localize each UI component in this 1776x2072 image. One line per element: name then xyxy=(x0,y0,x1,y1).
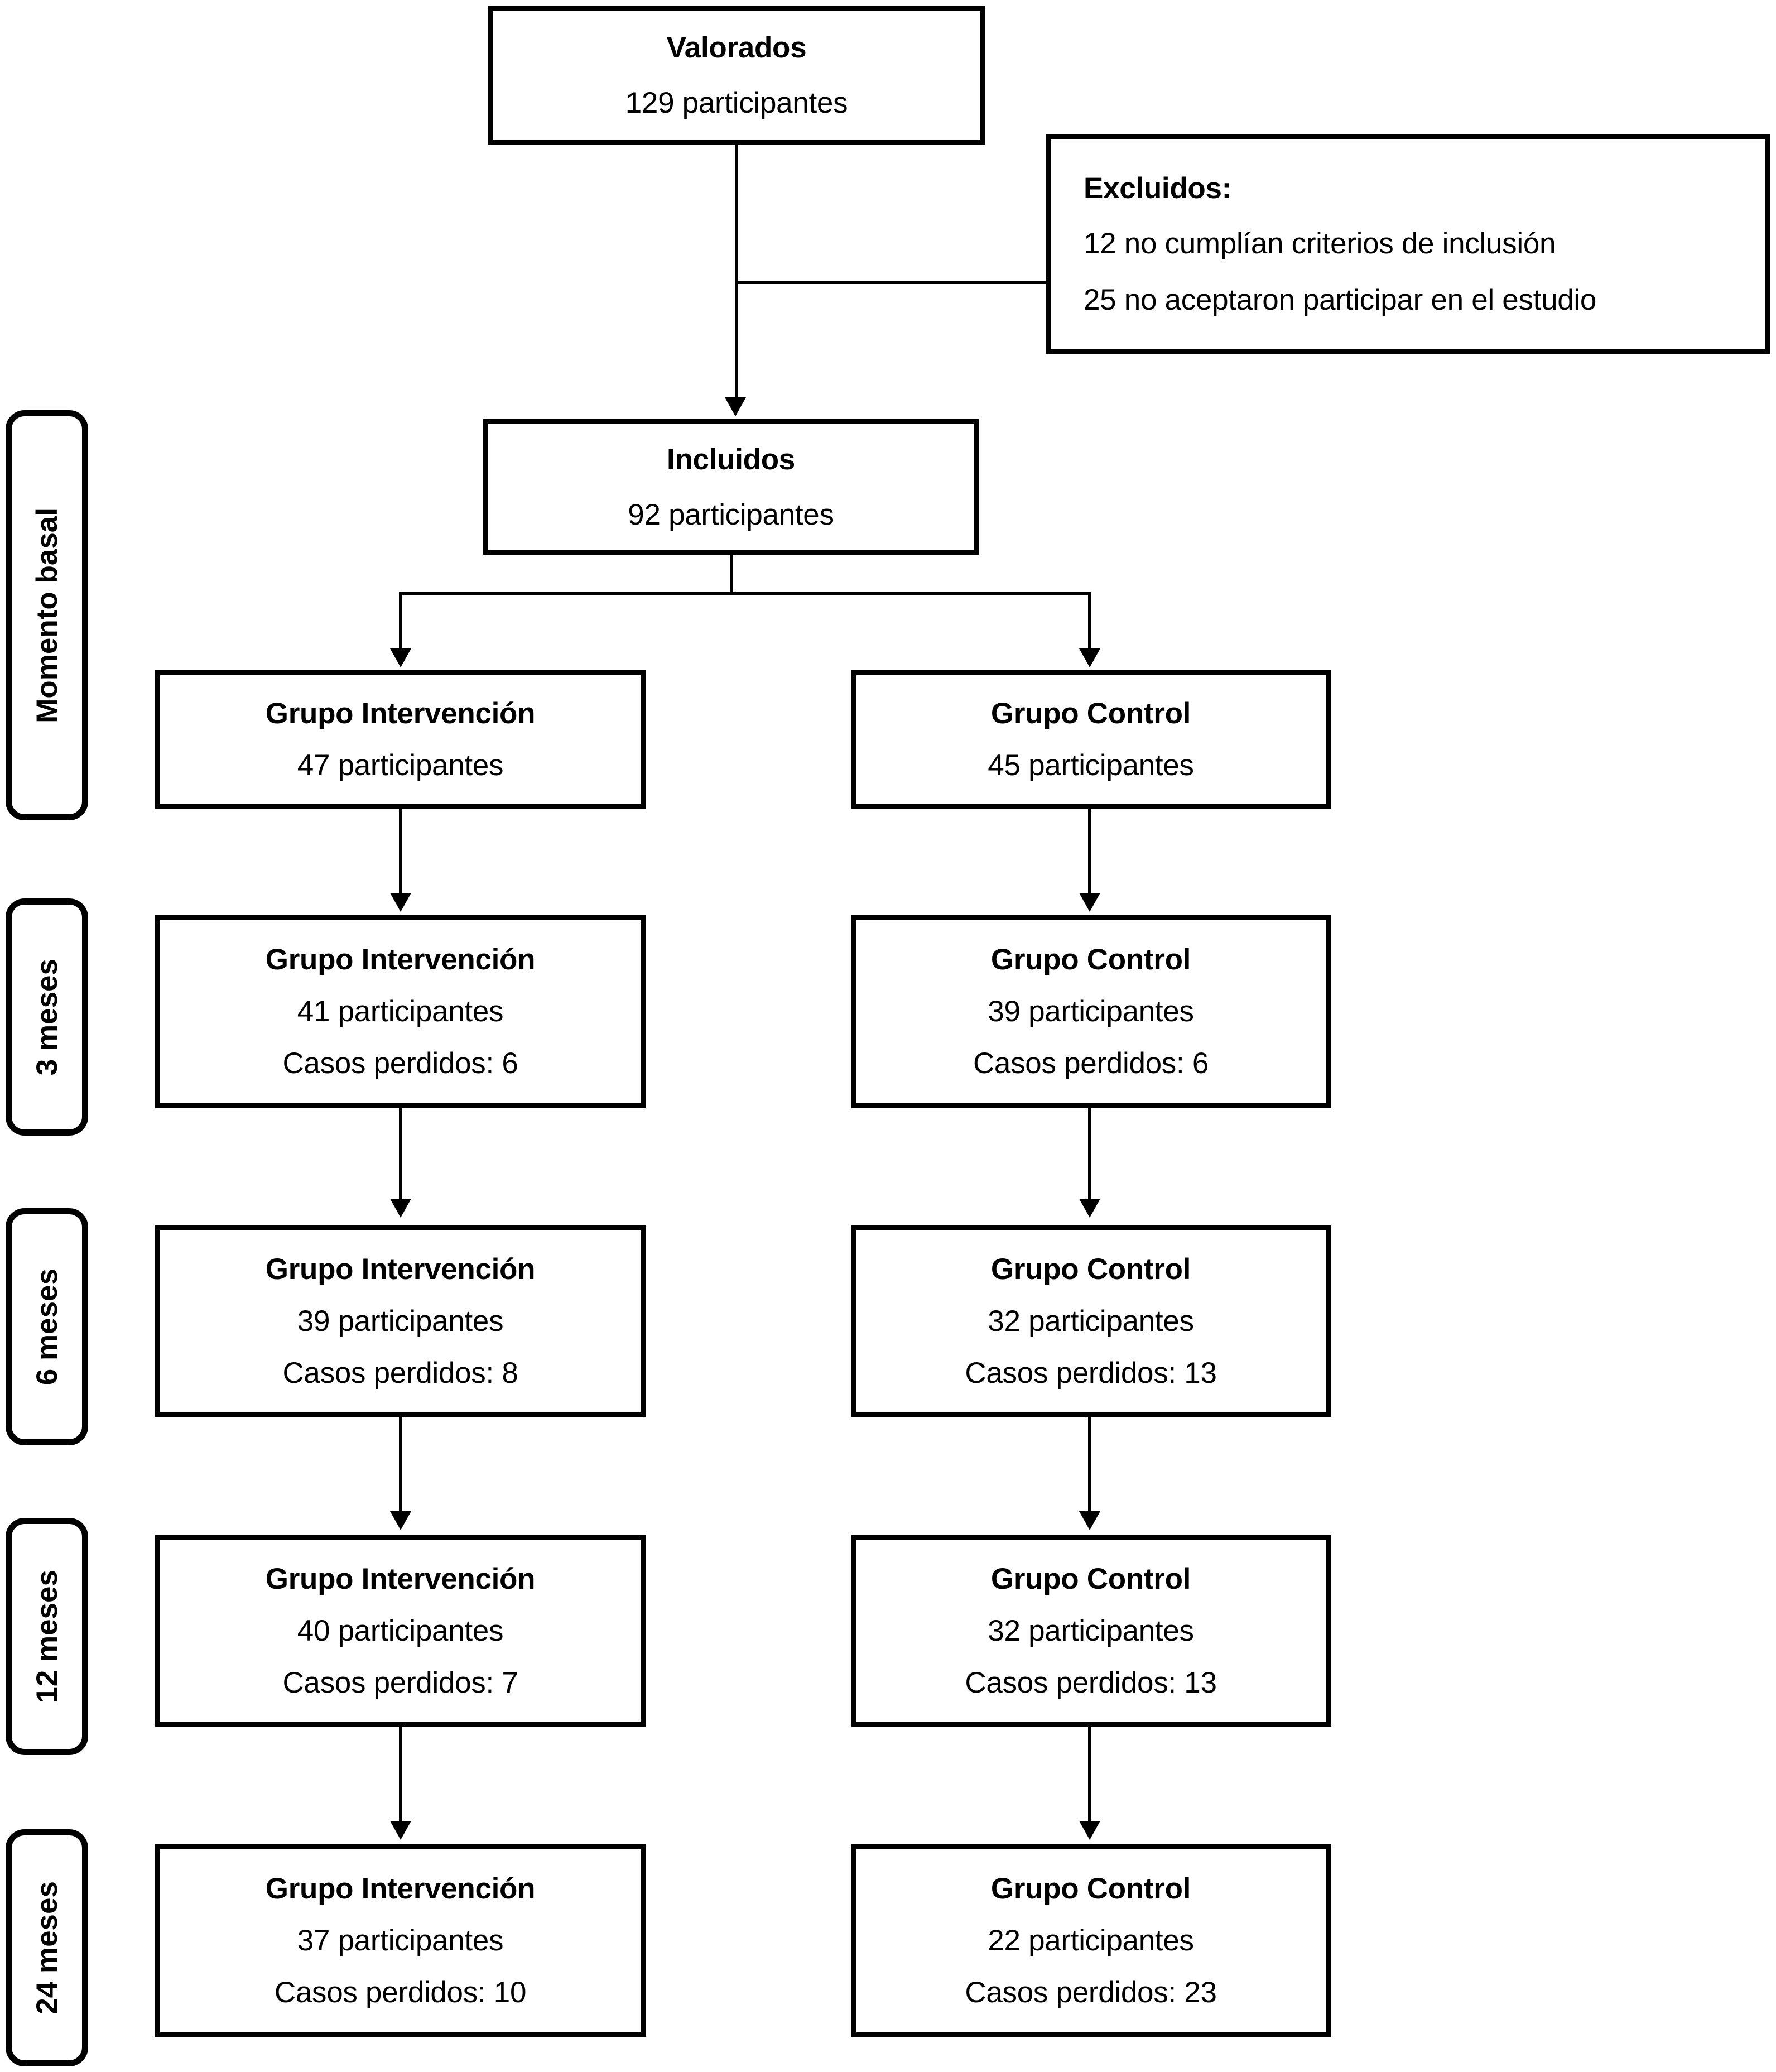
node-title: Grupo Intervención xyxy=(265,1872,536,1905)
connector-included-to-intervention xyxy=(399,592,402,650)
node-participants: 32 participantes xyxy=(988,1305,1194,1338)
period-label-text: 24 meses xyxy=(30,1881,64,2015)
node-excluded-reason-2: 25 no aceptaron participar en el estudio xyxy=(1084,283,1597,316)
node-control-baseline[interactable]: Grupo Control 45 participantes xyxy=(851,670,1331,809)
arrowhead-control-6m xyxy=(1079,1199,1100,1218)
node-lost: Casos perdidos: 7 xyxy=(282,1666,518,1699)
connector-intervention-12m-to-24m xyxy=(399,1727,402,1822)
period-label-text: 3 meses xyxy=(30,958,64,1076)
connector-assessed-to-excluded xyxy=(735,281,1048,284)
period-label-12-meses: 12 meses xyxy=(6,1518,88,1755)
node-included-count: 92 participantes xyxy=(628,498,834,531)
node-intervention-month6[interactable]: Grupo Intervención 39 participantes Caso… xyxy=(155,1225,646,1417)
arrowhead-control-baseline xyxy=(1079,648,1100,667)
connector-control-baseline-to-3m xyxy=(1088,809,1091,896)
node-intervention-month3[interactable]: Grupo Intervención 41 participantes Caso… xyxy=(155,915,646,1108)
node-control-month6[interactable]: Grupo Control 32 participantes Casos per… xyxy=(851,1225,1331,1417)
node-assessed-title: Valorados xyxy=(666,31,807,64)
node-control-month12[interactable]: Grupo Control 32 participantes Casos per… xyxy=(851,1535,1331,1727)
connector-included-to-control xyxy=(1088,592,1091,650)
connector-control-12m-to-24m xyxy=(1088,1727,1091,1822)
node-lost: Casos perdidos: 6 xyxy=(282,1047,518,1080)
period-label-text: Momento basal xyxy=(30,507,64,723)
node-control-month3[interactable]: Grupo Control 39 participantes Casos per… xyxy=(851,915,1331,1108)
node-lost: Casos perdidos: 23 xyxy=(965,1976,1217,2009)
arrowhead-control-12m xyxy=(1079,1511,1100,1530)
node-lost: Casos perdidos: 13 xyxy=(965,1357,1217,1390)
node-title: Grupo Intervención xyxy=(265,1253,536,1286)
connector-included-split xyxy=(399,592,1091,595)
node-control-month24[interactable]: Grupo Control 22 participantes Casos per… xyxy=(851,1844,1331,2037)
node-lost: Casos perdidos: 10 xyxy=(274,1976,527,2009)
node-title: Grupo Control xyxy=(990,1872,1191,1905)
arrowhead-control-24m xyxy=(1079,1821,1100,1840)
node-excluded-title: Excluidos: xyxy=(1084,172,1232,205)
node-title: Grupo Intervención xyxy=(265,1563,536,1595)
period-label-6-meses: 6 meses xyxy=(6,1208,88,1445)
node-title: Grupo Control xyxy=(990,943,1191,976)
arrowhead-included xyxy=(725,397,746,416)
node-lost: Casos perdidos: 6 xyxy=(973,1047,1209,1080)
connector-control-3m-to-6m xyxy=(1088,1108,1091,1200)
node-participants: 41 participantes xyxy=(297,995,504,1028)
node-excluded[interactable]: Excluidos: 12 no cumplían criterios de i… xyxy=(1046,134,1770,354)
period-label-momento-basal: Momento basal xyxy=(6,410,88,820)
connector-intervention-6m-to-12m xyxy=(399,1417,402,1512)
node-participants: 39 participantes xyxy=(297,1305,504,1338)
connector-intervention-baseline-to-3m xyxy=(399,809,402,896)
period-label-24-meses: 24 meses xyxy=(6,1829,88,2066)
node-included-title: Incluidos xyxy=(667,443,795,476)
node-lost: Casos perdidos: 8 xyxy=(282,1357,518,1390)
node-lost: Casos perdidos: 13 xyxy=(965,1666,1217,1699)
node-excluded-reason-1: 12 no cumplían criterios de inclusión xyxy=(1084,227,1556,260)
connector-included-stem xyxy=(730,555,733,593)
arrowhead-control-3m xyxy=(1079,893,1100,912)
node-participants: 47 participantes xyxy=(297,749,504,782)
node-intervention-month24[interactable]: Grupo Intervención 37 participantes Caso… xyxy=(155,1844,646,2037)
arrowhead-intervention-6m xyxy=(390,1199,411,1218)
node-participants: 22 participantes xyxy=(988,1924,1194,1957)
period-label-text: 6 meses xyxy=(30,1268,64,1386)
arrowhead-intervention-12m xyxy=(390,1511,411,1530)
node-title: Grupo Control xyxy=(990,697,1191,730)
node-intervention-month12[interactable]: Grupo Intervención 40 participantes Caso… xyxy=(155,1535,646,1727)
node-title: Grupo Control xyxy=(990,1563,1191,1595)
arrowhead-intervention-3m xyxy=(390,893,411,912)
period-label-3-meses: 3 meses xyxy=(6,898,88,1136)
connector-intervention-3m-to-6m xyxy=(399,1108,402,1200)
node-title: Grupo Intervención xyxy=(265,943,536,976)
node-intervention-baseline[interactable]: Grupo Intervención 47 participantes xyxy=(155,670,646,809)
node-assessed-count: 129 participantes xyxy=(625,86,848,119)
connector-assessed-to-included xyxy=(735,145,738,399)
node-participants: 37 participantes xyxy=(297,1924,504,1957)
node-participants: 39 participantes xyxy=(988,995,1194,1028)
arrowhead-intervention-baseline xyxy=(390,648,411,667)
node-participants: 45 participantes xyxy=(988,749,1194,782)
node-assessed[interactable]: Valorados 129 participantes xyxy=(488,6,985,145)
node-title: Grupo Intervención xyxy=(265,697,536,730)
arrowhead-intervention-24m xyxy=(390,1821,411,1840)
connector-control-6m-to-12m xyxy=(1088,1417,1091,1512)
node-participants: 40 participantes xyxy=(297,1614,504,1647)
node-participants: 32 participantes xyxy=(988,1614,1194,1647)
period-label-text: 12 meses xyxy=(30,1570,64,1703)
node-title: Grupo Control xyxy=(990,1253,1191,1286)
node-included[interactable]: Incluidos 92 participantes xyxy=(483,419,979,555)
